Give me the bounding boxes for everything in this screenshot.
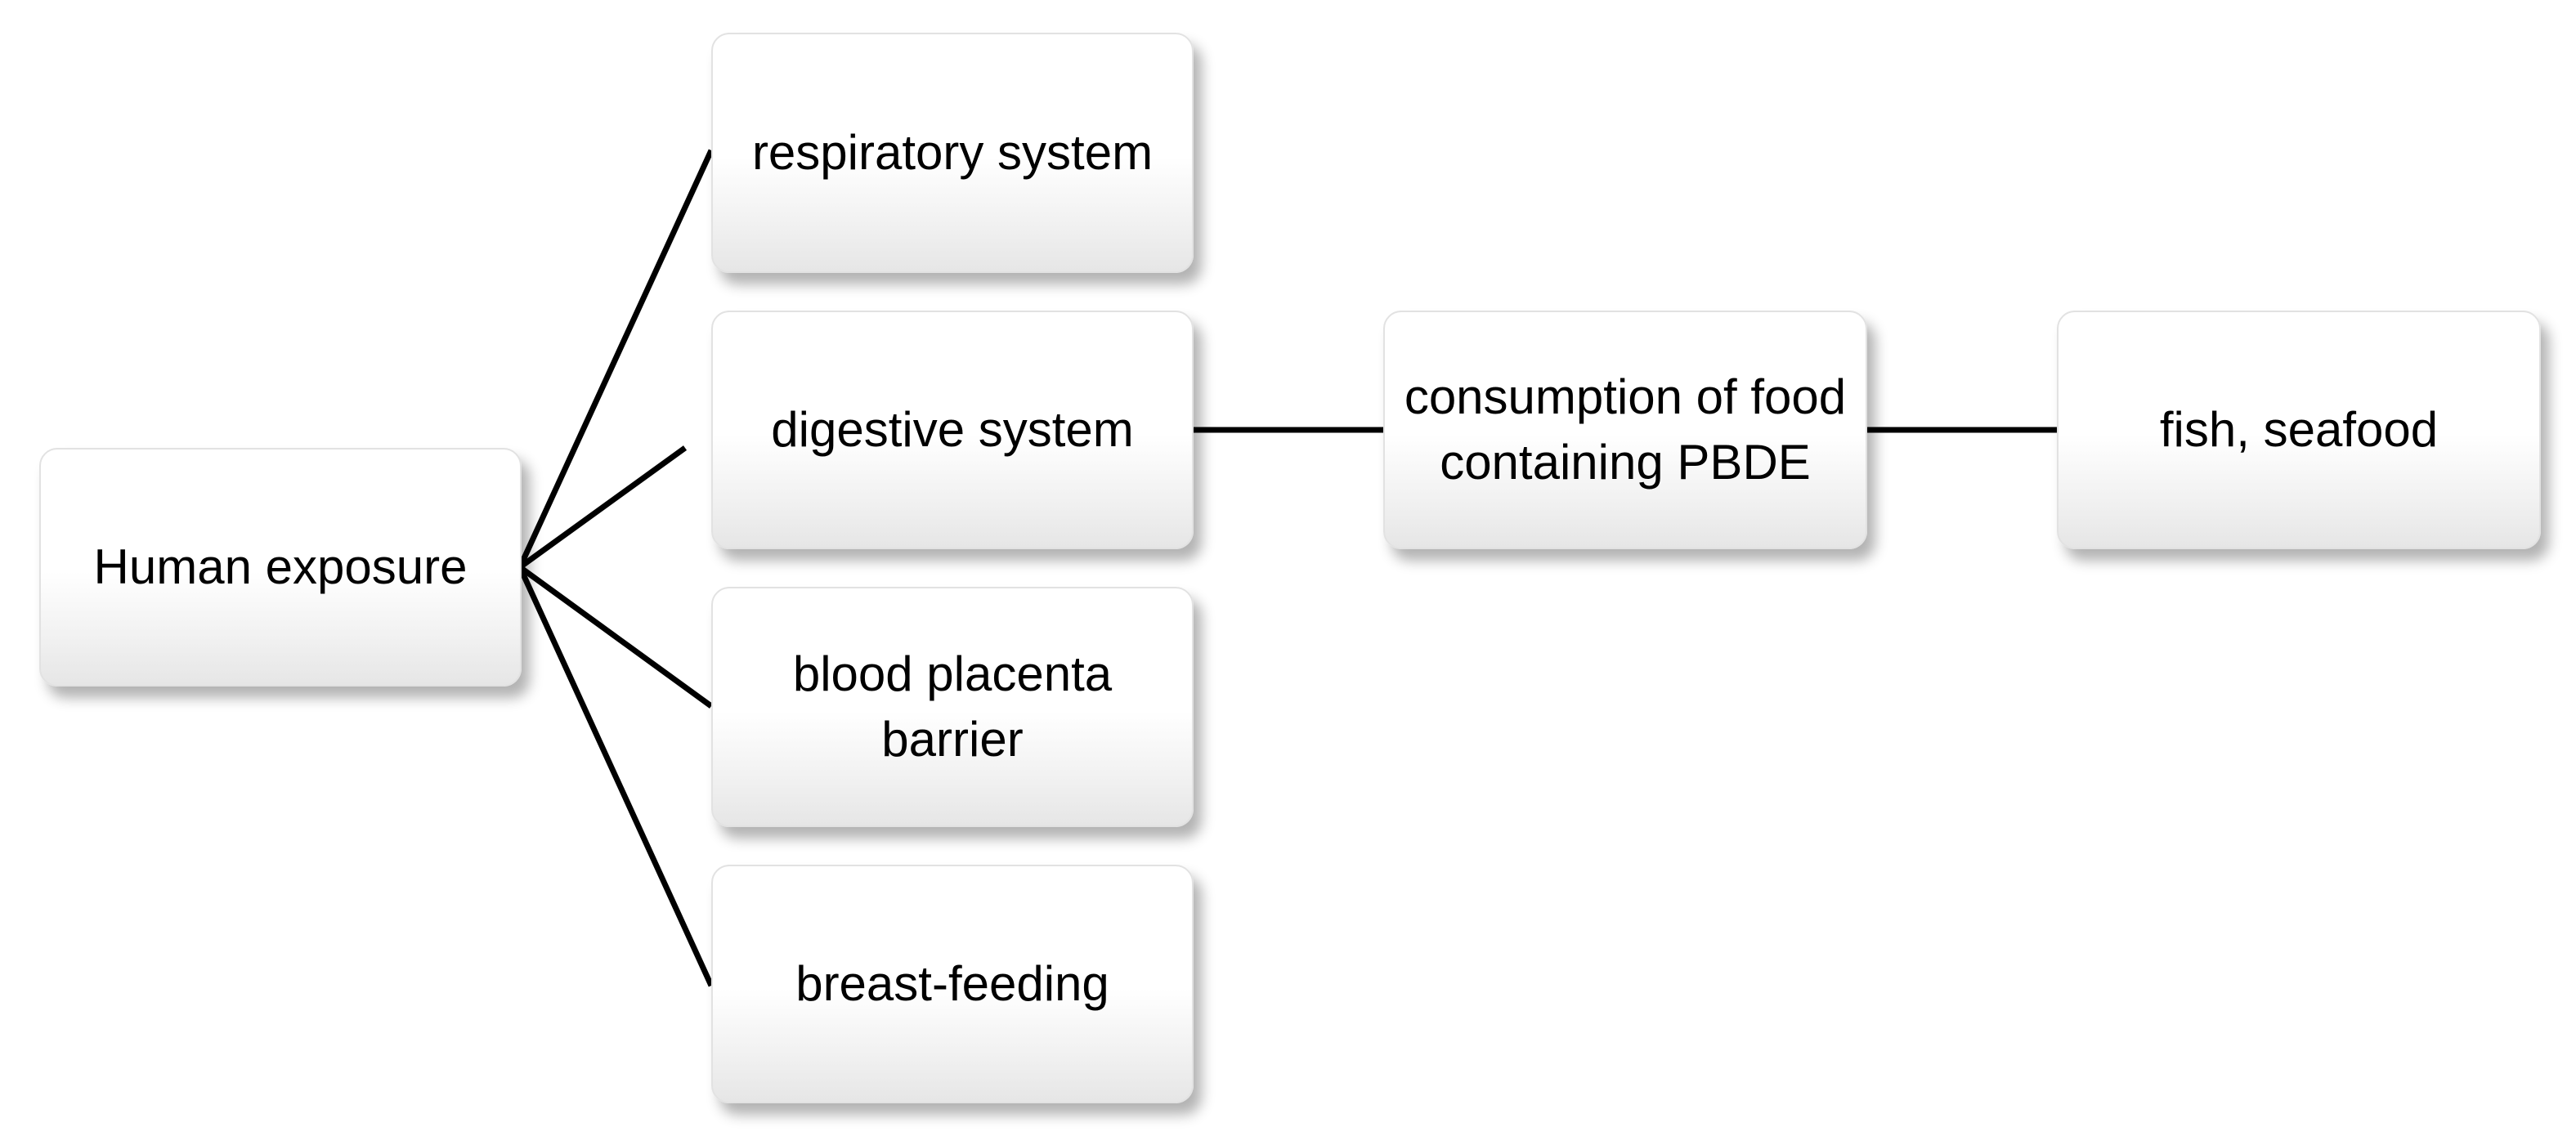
node-consumption-of-food: consumption of food containing PBDE: [1383, 311, 1867, 549]
node-respiratory-system: respiratory system: [711, 33, 1194, 273]
edge-human-to-breast-feeding: [517, 566, 715, 987]
node-fish-seafood: fish, seafood: [2057, 311, 2541, 549]
node-consumption-of-food-label: consumption of food containing PBDE: [1404, 369, 1847, 490]
edge-human-to-digestive: [517, 445, 688, 570]
node-human-exposure: Human exposure: [39, 448, 522, 687]
node-human-exposure-label: Human exposure: [93, 539, 468, 594]
node-fish-seafood-label: fish, seafood: [2159, 402, 2439, 457]
edge-human-to-blood-placenta: [517, 565, 714, 709]
node-breast-feeding: breast-feeding: [711, 865, 1194, 1103]
edge-human-to-respiratory: [517, 149, 715, 569]
node-digestive-system: digestive system: [711, 311, 1194, 549]
node-blood-placenta-barrier-label: blood placenta barrier: [792, 646, 1113, 767]
node-digestive-system-label: digestive system: [771, 402, 1134, 457]
node-respiratory-system-label: respiratory system: [751, 125, 1154, 180]
node-breast-feeding-label: breast-feeding: [795, 956, 1109, 1011]
node-blood-placenta-barrier: blood placenta barrier: [711, 587, 1194, 827]
